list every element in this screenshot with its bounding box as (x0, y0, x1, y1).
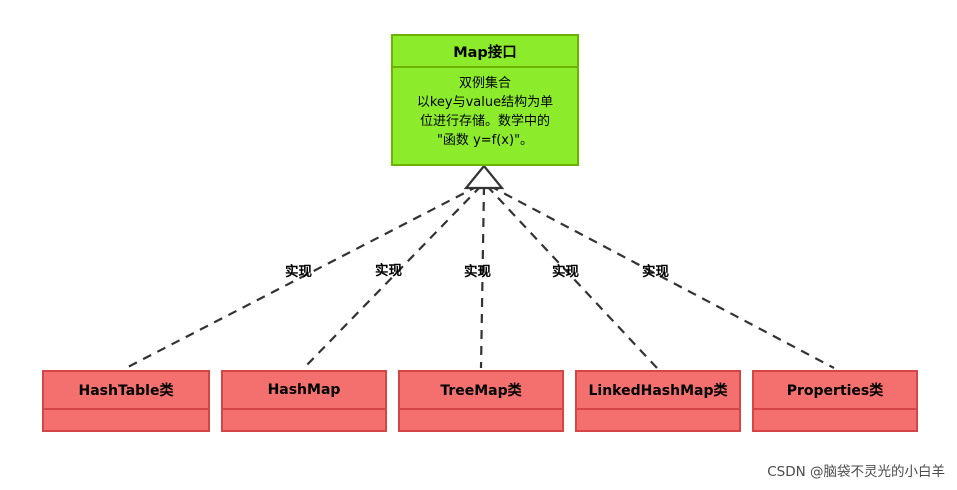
class-box-body-line: "函数 y=f(x)"。 (436, 133, 534, 148)
edge-label-hashmap: 实现 (375, 263, 402, 279)
class-box-body-line: 位进行存储。数学中的 (419, 114, 550, 129)
class-box-body (577, 410, 739, 430)
edge-line-hashtable (125, 185, 479, 369)
class-box-body (223, 410, 385, 430)
edge-label-linkedhashmap: 实现 (552, 264, 579, 280)
generalization-arrowhead (463, 164, 505, 190)
class-box-properties[interactable]: Properties类 (752, 370, 918, 432)
class-box-title: Map接口 (393, 36, 577, 68)
class-box-body (44, 410, 208, 430)
class-box-body: 双例集合 以key与value结构为单 位进行存储。数学中的 "函数 y=f(x… (393, 68, 577, 164)
class-box-title: HashMap (223, 372, 385, 410)
class-box-title: TreeMap类 (400, 372, 562, 410)
class-box-hashmap[interactable]: HashMap (221, 370, 387, 432)
class-box-body (754, 410, 916, 430)
edge-line-properties (489, 185, 835, 369)
edge-line-hashmap (303, 185, 482, 369)
edge-line-treemap (479, 185, 486, 369)
class-box-body (400, 410, 562, 430)
class-box-linkedhashmap[interactable]: LinkedHashMap类 (575, 370, 741, 432)
edge-label-hashtable: 实现 (285, 264, 312, 280)
class-box-body-line: 以key与value结构为单 (416, 95, 554, 110)
class-box-title: Properties类 (754, 372, 916, 410)
edge-label-treemap: 实现 (464, 264, 491, 280)
class-box-hashtable[interactable]: HashTable类 (42, 370, 210, 432)
class-box-title: LinkedHashMap类 (577, 372, 739, 410)
class-box-treemap[interactable]: TreeMap类 (398, 370, 564, 432)
class-box-body-line: 双例集合 (458, 76, 511, 91)
class-box-map-interface[interactable]: Map接口 双例集合 以key与value结构为单 位进行存储。数学中的 "函数… (391, 34, 579, 166)
class-box-title: HashTable类 (44, 372, 208, 410)
watermark-text: CSDN @脑袋不灵光的小白羊 (767, 464, 945, 480)
edge-label-properties: 实现 (642, 264, 669, 280)
